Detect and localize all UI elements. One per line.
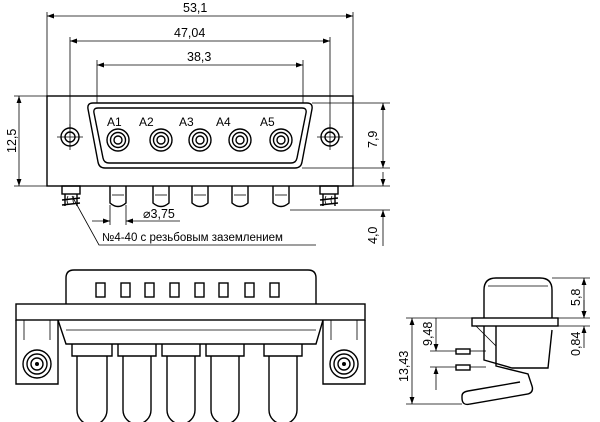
bottom-view bbox=[15, 269, 366, 422]
contact-label-a3: A3 bbox=[179, 115, 194, 129]
front-pins bbox=[109, 186, 290, 208]
front-contact-a1 bbox=[106, 128, 130, 152]
side-view: 13,43 9,48 5,8 0,84 bbox=[397, 277, 590, 406]
side-body bbox=[483, 326, 553, 369]
dim-pin-diameter: ⌀3,75 bbox=[143, 207, 175, 221]
front-flange bbox=[46, 95, 354, 187]
bottom-pins bbox=[71, 344, 303, 422]
mount-hole-left bbox=[57, 124, 83, 150]
ground-stud-right bbox=[319, 185, 339, 206]
dim-flange-height: 12,5 bbox=[5, 129, 19, 153]
bottom-shell bbox=[57, 319, 324, 345]
contact-label-a4: A4 bbox=[216, 115, 231, 129]
dim-pin-length: 4,0 bbox=[366, 227, 380, 244]
ground-thread-note: №4-40 с резьбовым заземлением bbox=[102, 232, 283, 244]
side-pcb-pins bbox=[455, 348, 486, 371]
ground-stud-left bbox=[61, 185, 81, 206]
contact-label-a1: A1 bbox=[107, 115, 122, 129]
bottom-bracket-right bbox=[322, 320, 366, 385]
front-contact-a4 bbox=[228, 128, 252, 152]
bottom-stud-left bbox=[22, 349, 52, 379]
bottom-bracket-left bbox=[15, 320, 59, 385]
dim-side-total-height: 13,43 bbox=[397, 351, 411, 382]
front-contact-a5 bbox=[269, 128, 293, 152]
dim-side-offset: 0,84 bbox=[569, 332, 583, 356]
front-contact-a2 bbox=[149, 128, 173, 152]
dim-shell-height: 7,9 bbox=[366, 131, 380, 148]
front-contact-a3 bbox=[188, 128, 212, 152]
dim-side-shell-height: 5,8 bbox=[569, 289, 583, 306]
dim-side-pcb-height: 9,48 bbox=[421, 322, 435, 346]
front-shell-outer bbox=[87, 102, 313, 169]
bottom-stud-right bbox=[329, 349, 359, 379]
side-flange bbox=[471, 317, 559, 327]
bottom-body-upper bbox=[65, 269, 317, 304]
dim-mount-hole-spacing: 47,04 bbox=[174, 26, 205, 40]
front-view: A1 A2 A3 A4 A5 bbox=[5, 1, 390, 246]
dim-shell-width: 38,3 bbox=[187, 50, 211, 64]
bottom-flange bbox=[15, 303, 366, 321]
contact-label-a5: A5 bbox=[260, 115, 275, 129]
dim-overall-width: 53,1 bbox=[183, 1, 207, 15]
side-shell-top bbox=[483, 277, 553, 318]
side-angled-leg bbox=[461, 326, 534, 406]
contact-label-a2: A2 bbox=[139, 115, 154, 129]
front-shell-inner bbox=[93, 107, 307, 164]
bottom-slots bbox=[95, 282, 280, 298]
